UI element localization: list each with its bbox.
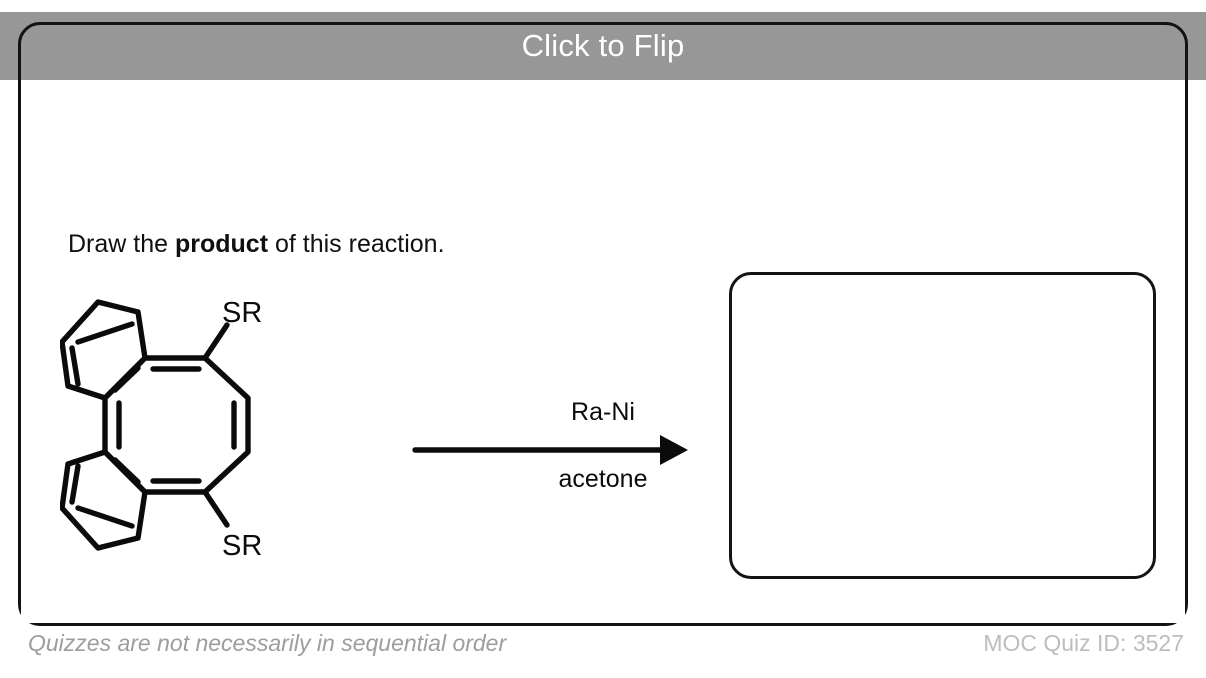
benzene-ring-upper [60, 299, 148, 401]
label-sr-top: SR [222, 297, 262, 329]
page-title: Click to Flip [521, 28, 685, 63]
prompt-emphasis: product [174, 230, 269, 258]
reagent-label: Ra-Ni [571, 398, 635, 426]
benzene-upper-double-3 [112, 365, 141, 393]
prompt-text: Draw the product of this reaction. [68, 228, 445, 260]
reaction-scheme: SR SR Ra-Ni acetone [60, 280, 720, 570]
benzene-upper-double-1 [75, 321, 135, 345]
benzene-lower-double-1 [75, 505, 135, 529]
footer-note: Quizzes are not necessarily in sequentia… [28, 630, 507, 656]
prompt-before: Draw the [68, 230, 175, 258]
footer-quiz-id: MOC Quiz ID: 3527 [983, 630, 1184, 656]
benzene-ring-lower [60, 449, 148, 551]
solvent-label: acetone [558, 465, 648, 493]
prompt-after: of this reaction. [268, 230, 445, 258]
benzene-lower-double-3 [112, 457, 141, 485]
structure-diagram: SR SR [60, 297, 688, 562]
benzene-upper-double-2 [69, 345, 81, 387]
answer-box[interactable] [729, 272, 1156, 579]
bond-to-sr-bottom [202, 489, 230, 528]
reaction-arrow-head [660, 435, 688, 465]
bond-to-sr-top [202, 322, 230, 361]
benzene-lower-double-2 [69, 463, 81, 505]
label-sr-bottom: SR [222, 530, 262, 562]
